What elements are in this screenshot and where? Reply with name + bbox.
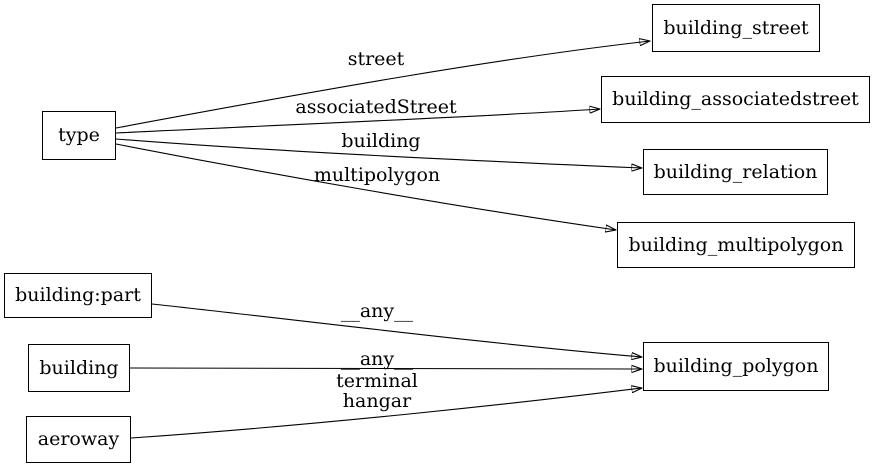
node-building-part: building:part — [4, 273, 152, 318]
node-building-relation: building_relation — [643, 149, 828, 195]
edge-label-terminal-hangar: terminal hangar — [336, 371, 418, 411]
edge-label-hangar-line: hangar — [342, 390, 412, 412]
edge-aeroway-building_polygon — [130, 388, 642, 439]
node-building-associatedstreet: building_associatedstreet — [601, 76, 870, 123]
edge-label-any-buildingpart: __any__ — [340, 300, 414, 322]
edge-type-building_street — [115, 41, 650, 129]
node-building-polygon: building_polygon — [643, 342, 829, 391]
edge-label-building: building — [341, 130, 421, 152]
edge-label-terminal-line: terminal — [336, 370, 418, 392]
edge-type-building_multipolygon — [115, 143, 616, 230]
node-type: type — [42, 111, 116, 160]
node-building: building — [28, 344, 130, 392]
node-building-multipolygon: building_multipolygon — [617, 222, 855, 268]
edge-type-building_associatedstreet — [115, 109, 600, 134]
edge-type-building_relation — [115, 138, 642, 168]
edge-buildingpart-building_polygon — [151, 303, 642, 357]
node-building-street: building_street — [652, 4, 820, 52]
edge-label-multipolygon: multipolygon — [313, 164, 441, 186]
edge-building-building_polygon — [129, 368, 642, 369]
edge-label-street: street — [347, 48, 405, 70]
edge-label-any-building: __any__ — [340, 348, 414, 370]
edge-label-associatedstreet: associatedStreet — [295, 96, 457, 118]
node-aeroway: aeroway — [26, 416, 131, 463]
